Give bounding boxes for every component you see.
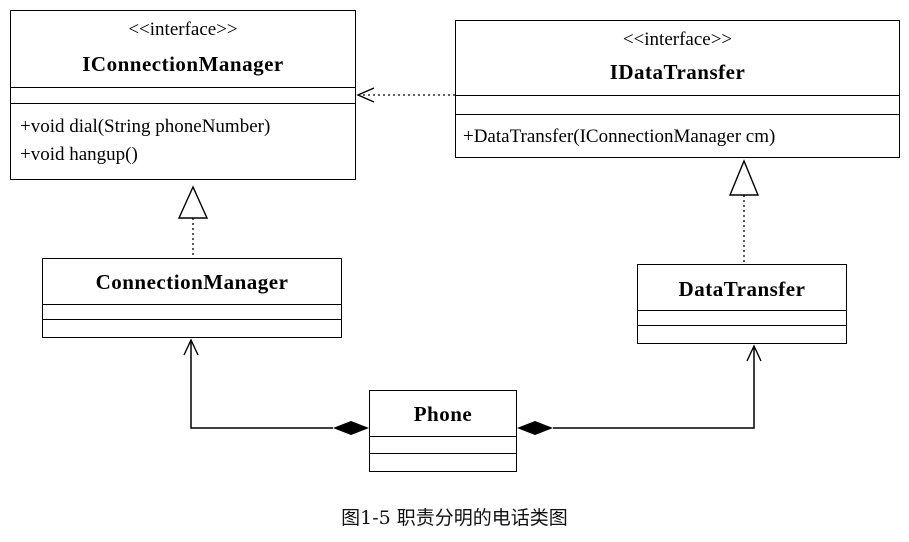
compartment-divider <box>11 87 355 88</box>
class-name: IConnectionManager <box>82 52 284 76</box>
dependency-idatatransfer-to-iconnectionmanager <box>356 87 455 103</box>
composition-phone-to-datatransfer <box>517 344 762 435</box>
hollow-triangle-arrowhead <box>728 159 760 196</box>
operation-dial: +void dial(String phoneNumber) <box>20 116 271 137</box>
compartment-divider <box>43 319 341 320</box>
open-arrowhead <box>746 344 762 362</box>
class-datatransfer: DataTransfer <box>637 264 847 344</box>
class-iconnectionmanager: <<interface>> IConnectionManager +void d… <box>10 10 356 180</box>
open-arrowhead <box>356 87 375 103</box>
compartment-divider <box>638 310 846 311</box>
class-name: IDataTransfer <box>609 60 746 84</box>
figure-caption: 图1-5 职责分明的电话类图 <box>341 507 568 529</box>
class-idatatransfer: <<interface>> IDataTransfer +DataTransfe… <box>455 20 900 158</box>
compartment-divider <box>638 325 846 326</box>
composition-phone-to-connectionmanager <box>183 338 369 435</box>
realization-datatransfer-to-idatatransfer <box>728 159 760 264</box>
class-phone: Phone <box>369 390 517 472</box>
operation-datatransfer: +DataTransfer(IConnectionManager cm) <box>463 126 776 147</box>
class-name: DataTransfer <box>678 277 806 301</box>
compartment-divider <box>43 304 341 305</box>
compartment-divider <box>456 95 899 96</box>
realization-connectionmanager-to-iconnectionmanager <box>177 185 209 258</box>
class-name: Phone <box>413 402 473 426</box>
stereotype-label: <<interface>> <box>128 19 238 40</box>
open-arrowhead <box>183 338 199 356</box>
compartment-divider <box>370 436 516 437</box>
class-connectionmanager: ConnectionManager <box>42 258 342 338</box>
operation-hangup: +void hangup() <box>20 144 138 165</box>
class-name: ConnectionManager <box>95 270 289 294</box>
stereotype-label: <<interface>> <box>622 29 733 50</box>
compartment-divider <box>456 114 899 115</box>
compartment-divider <box>11 103 355 104</box>
hollow-triangle-arrowhead <box>177 185 209 219</box>
compartment-divider <box>370 453 516 454</box>
filled-diamond <box>517 421 553 435</box>
filled-diamond <box>333 421 369 435</box>
